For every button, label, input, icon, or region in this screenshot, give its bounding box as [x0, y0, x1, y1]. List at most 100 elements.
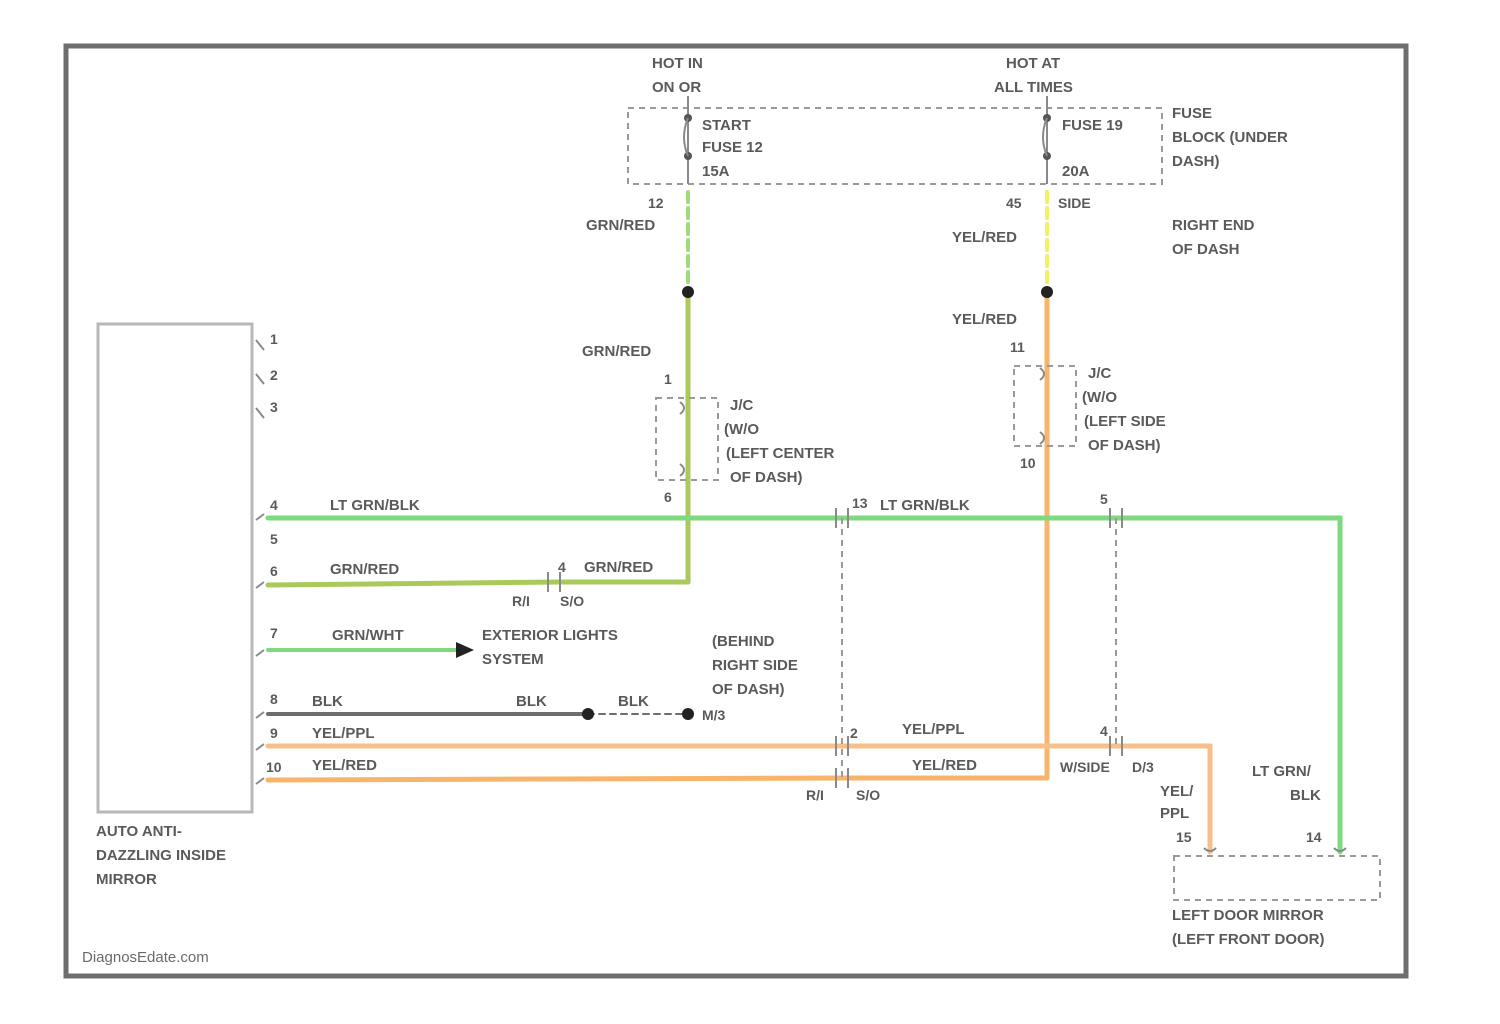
- splice-dot: [682, 286, 694, 298]
- svg-text:S/O: S/O: [560, 593, 584, 609]
- svg-text:YEL/RED: YEL/RED: [312, 757, 377, 774]
- svg-text:LEFT DOOR MIRROR: LEFT DOOR MIRROR: [1172, 907, 1324, 924]
- svg-text:10: 10: [266, 759, 282, 775]
- watermark: DiagnosEdate.com: [82, 949, 209, 966]
- svg-text:DAZZLING INSIDE: DAZZLING INSIDE: [96, 847, 226, 864]
- ground-point: M/3 (BEHIND RIGHT SIDE OF DASH): [682, 633, 798, 723]
- wires: [268, 192, 1340, 852]
- connector-b: 13 2 R/I S/O: [806, 495, 880, 803]
- svg-text:PPL: PPL: [1160, 805, 1189, 822]
- hot-always-label: HOT AT: [1006, 55, 1060, 72]
- jc-left-side: 11 10 J/C (W/O (LEFT SIDE OF DASH): [1010, 339, 1166, 471]
- svg-text:7: 7: [270, 625, 278, 641]
- fuse-block: HOT IN ON OR HOT AT ALL TIMES START FUSE…: [628, 55, 1288, 258]
- hot-run-label: ON OR: [652, 79, 701, 96]
- auto-anti-dazzling-mirror: 1 2 3 4 5 6 7 8 9 10 AUTO ANTI- DAZZLING…: [96, 324, 282, 888]
- svg-text:J/C: J/C: [1088, 365, 1112, 382]
- svg-text:BLK: BLK: [1290, 787, 1321, 804]
- diagram-frame: [66, 46, 1406, 976]
- hot-run-label: HOT IN: [652, 55, 703, 72]
- fuse-left-label: FUSE 12: [702, 139, 763, 156]
- mirror-pin-labels: 1 2 3 4 5 6 7 8 9 10: [266, 331, 282, 775]
- svg-text:BLK: BLK: [516, 693, 547, 710]
- svg-text:D/3: D/3: [1132, 759, 1154, 775]
- hot-always-label: ALL TIMES: [994, 79, 1073, 96]
- svg-text:1: 1: [270, 331, 278, 347]
- svg-text:R/I: R/I: [806, 787, 824, 803]
- svg-text:GRN/RED: GRN/RED: [584, 559, 653, 576]
- fuse-pin-label: 12: [648, 195, 664, 211]
- svg-text:LT GRN/: LT GRN/: [1252, 763, 1312, 780]
- svg-text:9: 9: [270, 725, 278, 741]
- svg-text:YEL/RED: YEL/RED: [952, 229, 1017, 246]
- svg-text:AUTO ANTI-: AUTO ANTI-: [96, 823, 182, 840]
- svg-text:(W/O: (W/O: [1082, 389, 1117, 406]
- svg-text:YEL/PPL: YEL/PPL: [312, 725, 375, 742]
- svg-text:GRN/RED: GRN/RED: [586, 217, 655, 234]
- fuse-block-location: OF DASH: [1172, 241, 1240, 258]
- svg-text:(LEFT FRONT DOOR): (LEFT FRONT DOOR): [1172, 931, 1324, 948]
- exterior-lights-system: EXTERIOR LIGHTS SYSTEM: [456, 627, 618, 668]
- svg-text:W/SIDE: W/SIDE: [1060, 759, 1110, 775]
- svg-text:(LEFT SIDE: (LEFT SIDE: [1084, 413, 1166, 430]
- svg-text:OF DASH): OF DASH): [730, 469, 803, 486]
- svg-text:15: 15: [1176, 829, 1192, 845]
- svg-text:EXTERIOR LIGHTS: EXTERIOR LIGHTS: [482, 627, 618, 644]
- svg-text:SYSTEM: SYSTEM: [482, 651, 544, 668]
- svg-text:2: 2: [270, 367, 278, 383]
- svg-text:11: 11: [1010, 339, 1025, 355]
- svg-text:GRN/RED: GRN/RED: [582, 343, 651, 360]
- left-door-mirror: 15 14 LEFT DOOR MIRROR (LEFT FRONT DOOR): [1172, 829, 1380, 948]
- svg-text:10: 10: [1020, 455, 1036, 471]
- svg-text:OF DASH): OF DASH): [712, 681, 785, 698]
- svg-text:BLK: BLK: [618, 693, 649, 710]
- fuse-block-name: DASH): [1172, 153, 1220, 170]
- svg-text:14: 14: [1306, 829, 1322, 845]
- svg-text:4: 4: [1100, 723, 1108, 739]
- svg-text:RIGHT SIDE: RIGHT SIDE: [712, 657, 798, 674]
- svg-text:(BEHIND: (BEHIND: [712, 633, 775, 650]
- connector-guides: [842, 518, 1116, 780]
- svg-text:2: 2: [850, 725, 858, 741]
- fuse-pin-label: SIDE: [1058, 195, 1091, 211]
- fuse-left-label: START: [702, 117, 751, 134]
- svg-text:13: 13: [852, 495, 868, 511]
- arrow-icon: [456, 642, 474, 658]
- svg-text:5: 5: [270, 531, 278, 547]
- fuse-right-label: 20A: [1062, 163, 1090, 180]
- wire-yel-red-pin10: [268, 778, 1047, 780]
- jc-left-center: 1 6 J/C (W/O (LEFT CENTER OF DASH): [656, 371, 834, 505]
- svg-text:S/O: S/O: [856, 787, 880, 803]
- svg-text:8: 8: [270, 691, 278, 707]
- svg-text:6: 6: [270, 563, 278, 579]
- svg-text:M/3: M/3: [702, 707, 726, 723]
- svg-text:YEL/: YEL/: [1160, 783, 1194, 800]
- wire-lt-grn-blk: [268, 518, 1340, 852]
- svg-text:5: 5: [1100, 491, 1108, 507]
- svg-text:YEL/PPL: YEL/PPL: [902, 721, 965, 738]
- svg-text:4: 4: [558, 559, 566, 575]
- fuse-block-name: BLOCK (UNDER: [1172, 129, 1288, 146]
- svg-text:GRN/RED: GRN/RED: [330, 561, 399, 578]
- svg-text:BLK: BLK: [312, 693, 343, 710]
- svg-text:LT GRN/BLK: LT GRN/BLK: [880, 497, 970, 514]
- svg-text:1: 1: [664, 371, 672, 387]
- fuse-right-label: FUSE 19: [1062, 117, 1123, 134]
- svg-text:(W/O: (W/O: [724, 421, 759, 438]
- svg-text:OF DASH): OF DASH): [1088, 437, 1161, 454]
- svg-text:GRN/WHT: GRN/WHT: [332, 627, 404, 644]
- svg-text:(LEFT CENTER: (LEFT CENTER: [726, 445, 834, 462]
- fuse-block-name: FUSE: [1172, 105, 1212, 122]
- svg-text:MIRROR: MIRROR: [96, 871, 157, 888]
- wire-grn-red-pin3: [268, 582, 688, 585]
- fuse-block-location: RIGHT END: [1172, 217, 1255, 234]
- svg-text:R/I: R/I: [512, 593, 530, 609]
- svg-text:YEL/RED: YEL/RED: [952, 311, 1017, 328]
- splice-dot: [1041, 286, 1053, 298]
- svg-text:LT GRN/BLK: LT GRN/BLK: [330, 497, 420, 514]
- svg-text:YEL/RED: YEL/RED: [912, 757, 977, 774]
- svg-text:6: 6: [664, 489, 672, 505]
- fuse-left-label: 15A: [702, 163, 730, 180]
- fuse-pin-label: 45: [1006, 195, 1022, 211]
